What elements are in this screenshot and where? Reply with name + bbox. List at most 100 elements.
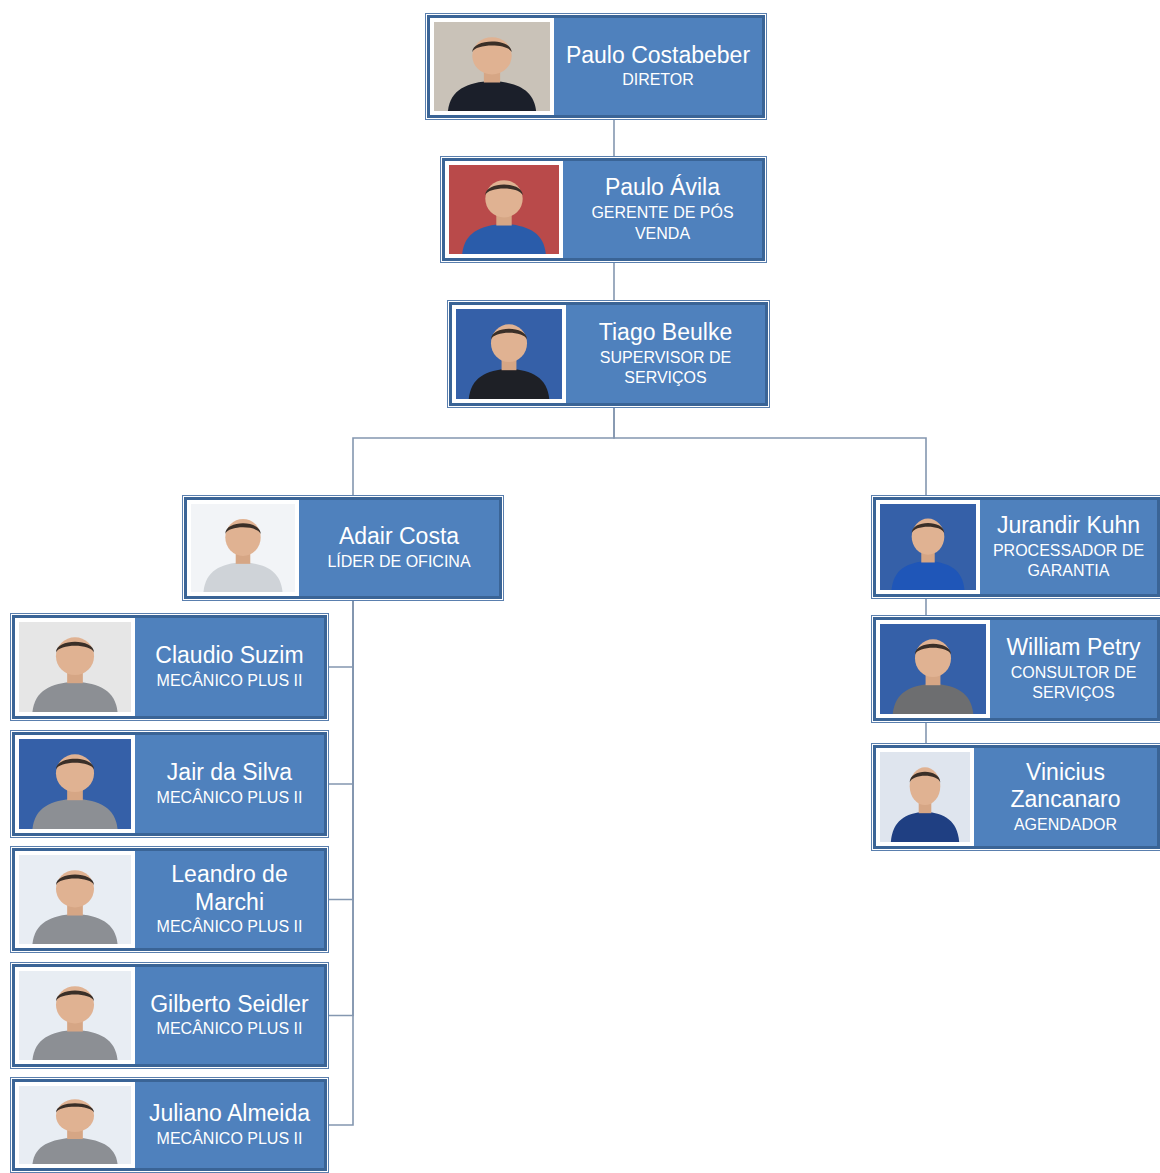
portrait	[19, 1086, 131, 1164]
portrait-background	[449, 165, 559, 254]
portrait-hair	[56, 1103, 94, 1112]
portrait-hair	[56, 875, 94, 886]
text-stack: Tiago BeulkeSUPERVISOR DE SERVIÇOS	[572, 319, 759, 389]
portrait	[19, 855, 131, 944]
portrait-head	[485, 180, 522, 217]
job-title: MECÂNICO PLUS II	[141, 671, 318, 692]
portrait	[449, 165, 559, 254]
portrait-hair	[915, 644, 951, 655]
person-name: Adair Costa	[305, 523, 493, 551]
job-title: MECÂNICO PLUS II	[141, 1129, 318, 1150]
portrait-hair	[56, 759, 94, 770]
person-box: Adair CostaLÍDER DE OFICINA	[184, 497, 502, 599]
person-box: Claudio SuzimMECÂNICO PLUS II	[12, 615, 327, 719]
portrait-frame	[15, 618, 135, 716]
text-stack: Paulo CostabeberDIRETOR	[560, 42, 756, 91]
portrait-body	[32, 914, 117, 944]
portrait	[19, 622, 131, 712]
portrait	[880, 624, 986, 714]
org-connector	[327, 599, 353, 900]
portrait-head	[56, 754, 94, 792]
person-box: Leandro de MarchiMECÂNICO PLUS II	[12, 848, 327, 951]
text-stack: Juliano AlmeidaMECÂNICO PLUS II	[141, 1100, 318, 1149]
text-area: Juliano AlmeidaMECÂNICO PLUS II	[135, 1082, 324, 1168]
person-box: Gilberto SeidlerMECÂNICO PLUS II	[12, 964, 327, 1067]
text-stack: Claudio SuzimMECÂNICO PLUS II	[141, 642, 318, 691]
job-title: CONSULTOR DE SERVIÇOS	[996, 663, 1151, 705]
portrait-frame	[15, 735, 135, 833]
org-connector	[327, 599, 353, 667]
person-name: Jurandir Kuhn	[986, 512, 1151, 540]
text-stack: Leandro de MarchiMECÂNICO PLUS II	[141, 861, 318, 938]
text-area: William PetryCONSULTOR DE SERVIÇOS	[990, 620, 1157, 718]
portrait-body	[32, 798, 117, 829]
portrait-frame	[15, 967, 135, 1064]
job-title: GERENTE DE PÓS VENDA	[569, 203, 756, 245]
portrait-head	[225, 519, 260, 556]
portrait	[880, 504, 976, 590]
text-area: Jurandir KuhnPROCESSADOR DE GARANTIA	[980, 500, 1157, 594]
portrait-frame	[15, 851, 135, 948]
person-box: Paulo CostabeberDIRETOR	[427, 15, 765, 118]
job-title: SUPERVISOR DE SERVIÇOS	[572, 348, 759, 390]
portrait-frame	[452, 305, 566, 403]
person-name: Gilberto Seidler	[141, 991, 318, 1019]
portrait-background	[19, 971, 131, 1060]
text-stack: Vinicius ZancanaroAGENDADOR	[980, 759, 1151, 836]
text-area: Gilberto SeidlerMECÂNICO PLUS II	[135, 967, 324, 1064]
person-box: Vinicius ZancanaroAGENDADOR	[873, 745, 1160, 849]
text-area: Leandro de MarchiMECÂNICO PLUS II	[135, 851, 324, 948]
portrait-frame	[187, 500, 299, 596]
portrait-head	[56, 986, 94, 1023]
portrait-body	[448, 81, 536, 111]
person-name: Claudio Suzim	[141, 642, 318, 670]
text-stack: Adair CostaLÍDER DE OFICINA	[305, 523, 493, 572]
portrait-head	[912, 519, 945, 555]
org-connector	[925, 597, 927, 617]
person-box: Jurandir KuhnPROCESSADOR DE GARANTIA	[873, 497, 1160, 597]
text-area: Tiago BeulkeSUPERVISOR DE SERVIÇOS	[566, 305, 765, 403]
text-stack: Gilberto SeidlerMECÂNICO PLUS II	[141, 991, 318, 1040]
person-name: William Petry	[996, 634, 1151, 662]
text-area: Claudio SuzimMECÂNICO PLUS II	[135, 618, 324, 716]
person-box: Paulo ÁvilaGERENTE DE PÓS VENDA	[442, 158, 765, 261]
portrait-head	[56, 1099, 94, 1132]
portrait-body	[462, 224, 546, 254]
portrait-background	[19, 1086, 131, 1164]
portrait-background	[191, 504, 295, 592]
portrait-head	[56, 870, 94, 907]
job-title: MECÂNICO PLUS II	[141, 917, 318, 938]
text-area: Adair CostaLÍDER DE OFICINA	[299, 500, 499, 596]
portrait-head	[491, 324, 527, 362]
text-stack: Paulo ÁvilaGERENTE DE PÓS VENDA	[569, 174, 756, 244]
org-connector	[327, 599, 353, 1125]
person-box: Jair da SilvaMECÂNICO PLUS II	[12, 732, 327, 836]
portrait-body	[32, 681, 117, 712]
text-area: Vinicius ZancanaroAGENDADOR	[974, 748, 1157, 846]
person-name: Leandro de Marchi	[141, 861, 318, 916]
portrait	[880, 752, 970, 842]
person-box: Tiago BeulkeSUPERVISOR DE SERVIÇOS	[449, 302, 768, 406]
portrait-background	[880, 624, 986, 714]
portrait-frame	[876, 500, 980, 594]
job-title: LÍDER DE OFICINA	[305, 552, 493, 573]
job-title: PROCESSADOR DE GARANTIA	[986, 541, 1151, 583]
text-area: Paulo CostabeberDIRETOR	[554, 18, 762, 115]
portrait-background	[434, 22, 550, 111]
org-connector	[613, 118, 615, 158]
portrait-head	[472, 37, 511, 74]
org-connector	[327, 599, 353, 784]
portrait-frame	[876, 620, 990, 718]
portrait-hair	[472, 42, 511, 53]
org-connector	[353, 406, 614, 497]
portrait-frame	[430, 18, 554, 115]
portrait-hair	[56, 642, 94, 653]
text-area: Paulo ÁvilaGERENTE DE PÓS VENDA	[563, 161, 762, 258]
portrait-hair	[485, 185, 522, 196]
portrait-body	[469, 368, 550, 399]
portrait-background	[880, 504, 976, 590]
person-name: Juliano Almeida	[141, 1100, 318, 1128]
portrait-body	[893, 683, 974, 714]
portrait-body	[203, 562, 282, 592]
